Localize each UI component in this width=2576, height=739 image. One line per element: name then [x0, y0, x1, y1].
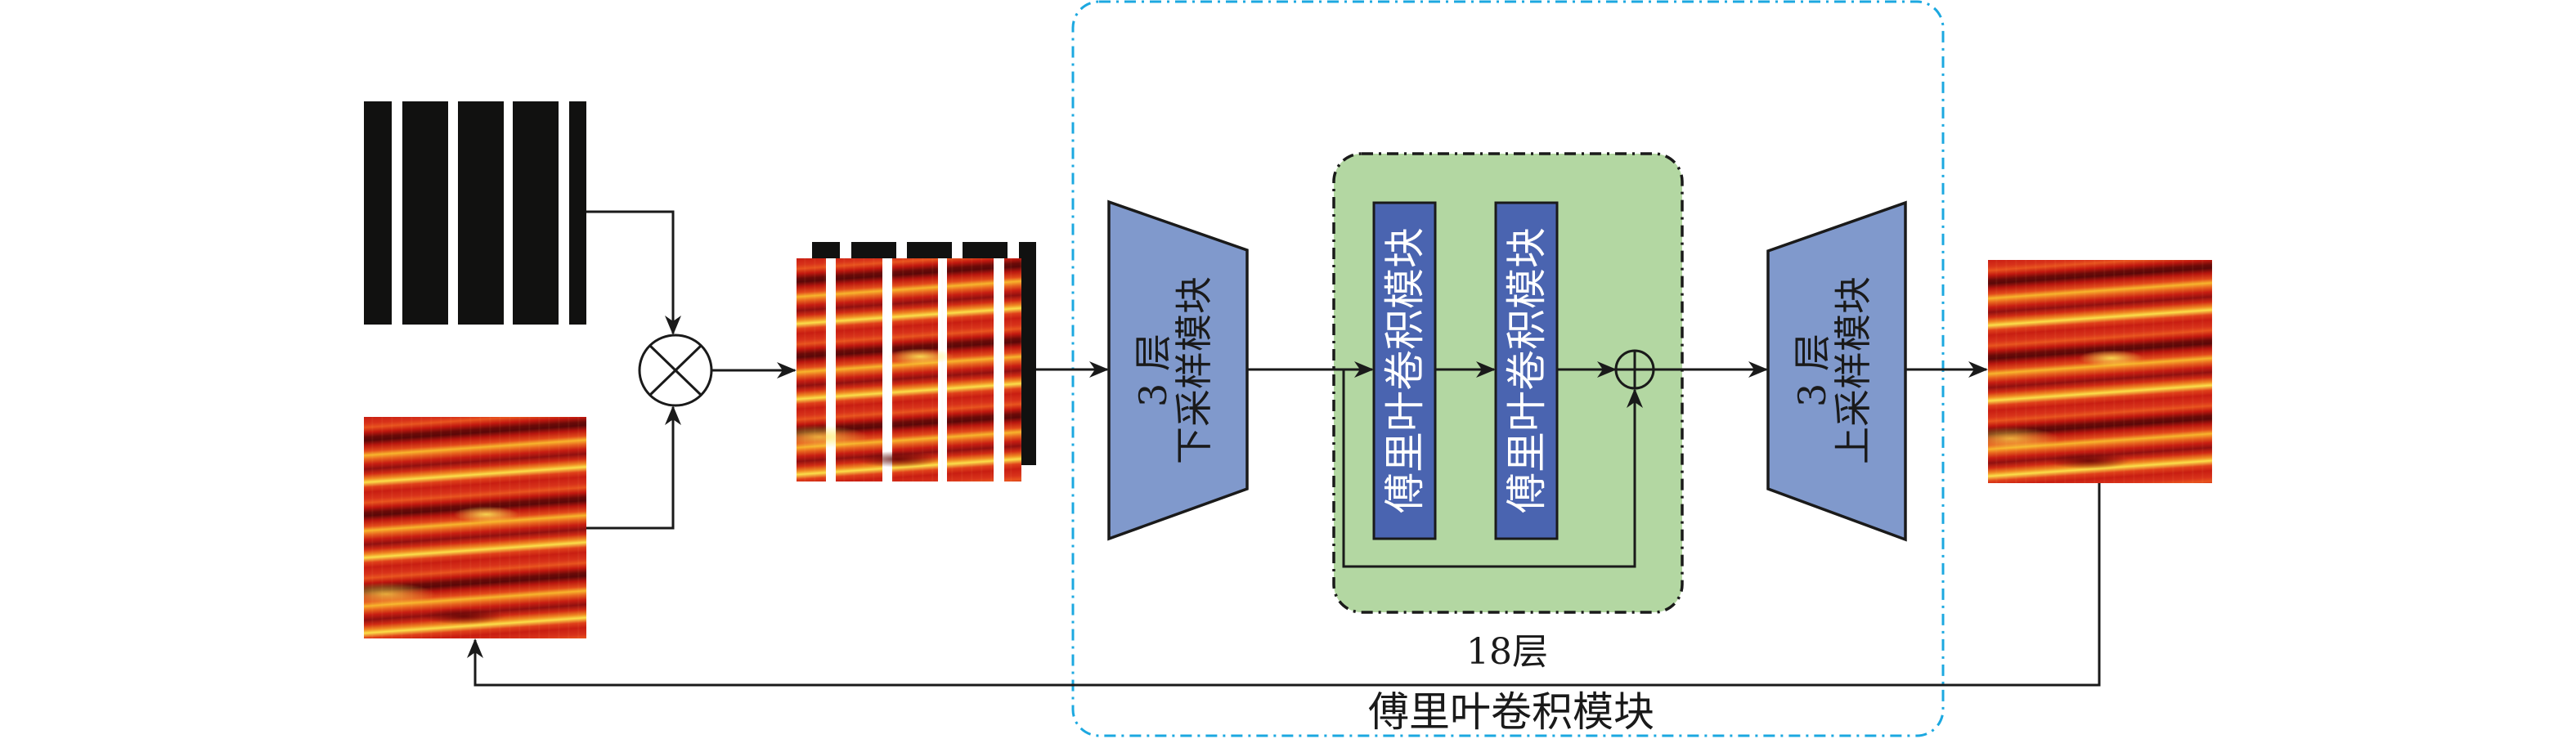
masked-input-image [797, 258, 1021, 481]
mask-gap [994, 258, 1004, 481]
reconstructed-output-image [1988, 260, 2212, 483]
mask-gap [826, 258, 836, 481]
noisy-input-image [364, 417, 586, 638]
upsample-block [1766, 200, 1907, 542]
noise-to-multiply-arrow [586, 405, 681, 530]
multiply-icon [638, 334, 713, 407]
feedback-loop-arrow [467, 483, 2101, 687]
mask-image [364, 101, 586, 325]
upsample-name-label: 上采样模块 [1831, 276, 1875, 464]
repeat-count-label: 18层 [1466, 631, 1548, 673]
add-icon [1614, 349, 1655, 390]
fourier-conv-block-2-label: 傅里叶卷积模块 [1503, 227, 1551, 513]
downsample-name-label: 下采样模块 [1172, 276, 1216, 464]
downsample-block [1107, 199, 1249, 541]
fourier-conv-block-2 [1494, 201, 1559, 540]
fourier-conv-block-1-label: 傅里叶卷积模块 [1381, 227, 1429, 513]
mask-gap [882, 258, 892, 481]
upsample-count-label: 3 层 [1790, 334, 1834, 407]
fourier-module-label: 傅里叶卷积模块 [1368, 688, 1654, 736]
mask-to-multiply-arrow [586, 210, 681, 335]
fourier-conv-block-1 [1372, 201, 1437, 540]
residual-skip-connection [1342, 370, 1643, 568]
downsample-count-label: 3 层 [1131, 334, 1175, 407]
mask-gap [938, 258, 947, 481]
